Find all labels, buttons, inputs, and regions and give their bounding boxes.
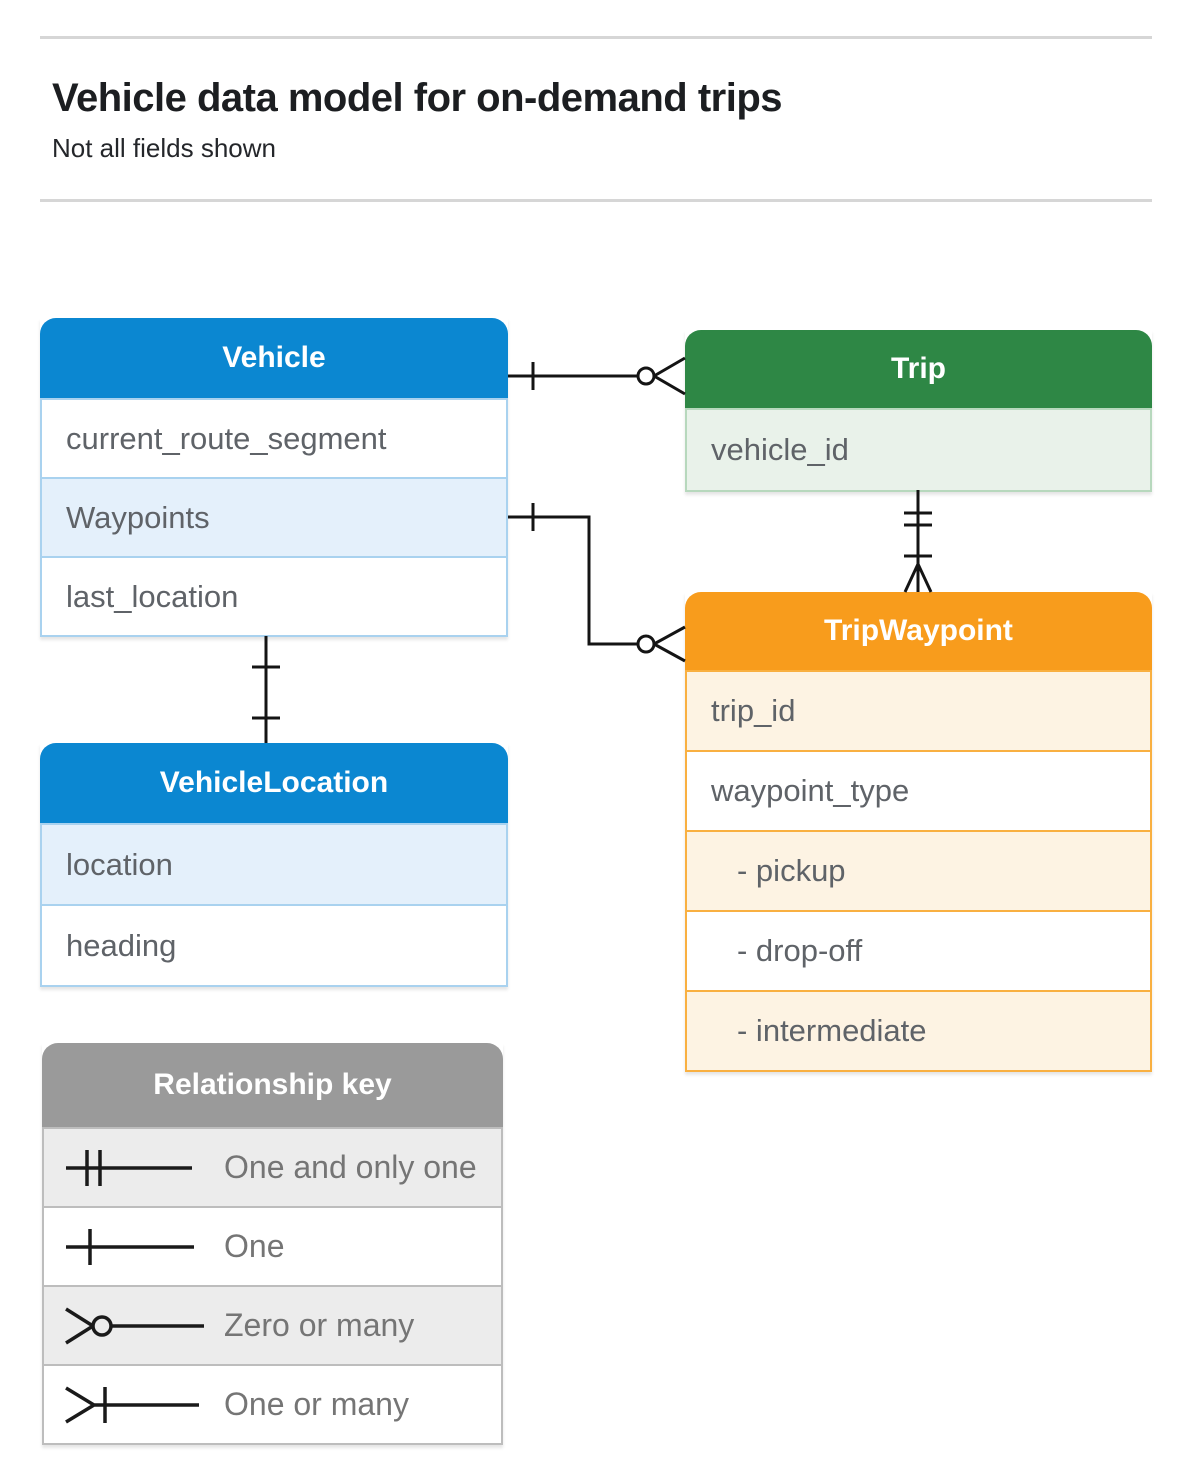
header-divider xyxy=(40,199,1152,202)
connector-vehicle-trip xyxy=(508,356,686,396)
trip-waypoint-table: TripWaypoint trip_id waypoint_type - pic… xyxy=(685,592,1152,1072)
legend-row-zero-or-many: Zero or many xyxy=(44,1285,501,1364)
connector-trip-tripwaypoint xyxy=(903,490,933,593)
trip-table-header: Trip xyxy=(685,330,1152,408)
one-and-only-one-icon xyxy=(66,1149,192,1186)
one-icon xyxy=(66,1228,194,1265)
table-row-intermediate: - intermediate xyxy=(687,990,1150,1070)
vehicle-table-header: Vehicle xyxy=(40,318,508,398)
page-title: Vehicle data model for on-demand trips xyxy=(52,76,783,120)
vehicle-location-table-header: VehicleLocation xyxy=(40,743,508,823)
legend-row-one-or-many: One or many xyxy=(44,1364,501,1443)
zero-or-many-icon xyxy=(65,1307,204,1344)
table-row-vehicle-id: vehicle_id xyxy=(687,408,1150,490)
relationship-key: Relationship key One and only one One xyxy=(42,1043,503,1445)
table-row-pickup: - pickup xyxy=(687,830,1150,910)
legend-label: Zero or many xyxy=(224,1307,415,1343)
page-subtitle: Not all fields shown xyxy=(52,133,276,163)
one-or-many-icon xyxy=(65,1386,199,1423)
connector-waypoints-tripwaypoint xyxy=(508,503,686,663)
trip-waypoint-table-header: TripWaypoint xyxy=(685,592,1152,670)
trip-table: Trip vehicle_id xyxy=(685,330,1152,492)
connector-vehicle-vehiclelocation xyxy=(252,636,280,743)
table-row-heading: heading xyxy=(42,904,506,985)
vehicle-location-table: VehicleLocation location heading xyxy=(40,743,508,987)
top-divider xyxy=(40,36,1152,39)
table-row-location: location xyxy=(42,823,506,904)
legend-label: One and only one xyxy=(224,1149,477,1185)
legend-row-one-and-only-one: One and only one xyxy=(44,1127,501,1206)
relationship-key-header: Relationship key xyxy=(42,1043,503,1127)
legend-row-one: One xyxy=(44,1206,501,1285)
legend-label: One xyxy=(224,1228,285,1264)
table-row-trip-id: trip_id xyxy=(687,670,1150,750)
table-row-current-route-segment: current_route_segment xyxy=(42,398,506,477)
table-row-waypoints: Waypoints xyxy=(42,477,506,556)
table-row-drop-off: - drop-off xyxy=(687,910,1150,990)
vehicle-table: Vehicle current_route_segment Waypoints … xyxy=(40,318,508,637)
table-row-waypoint-type: waypoint_type xyxy=(687,750,1150,830)
legend-label: One or many xyxy=(224,1386,409,1422)
table-row-last-location: last_location xyxy=(42,556,506,635)
